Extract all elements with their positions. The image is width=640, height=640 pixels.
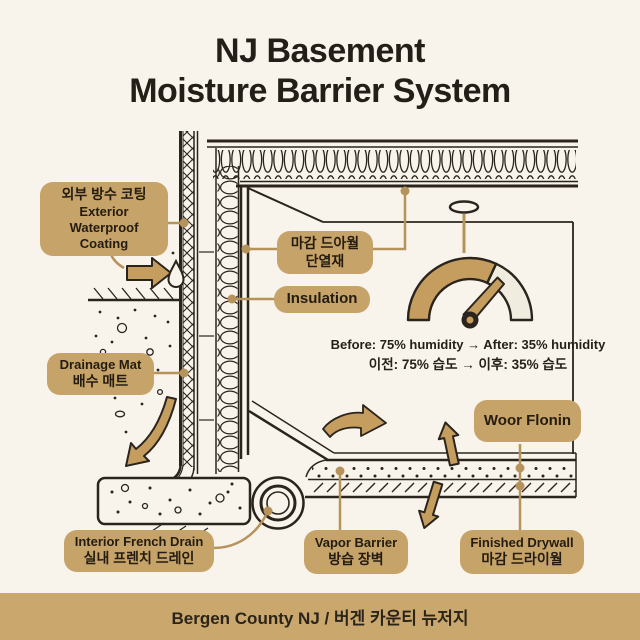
label-text-en: Vapor Barrier bbox=[314, 535, 398, 551]
label-text-ko: 단열재 bbox=[305, 252, 345, 269]
concrete-wall-ticks bbox=[199, 251, 214, 421]
down-arrow-icon bbox=[418, 480, 444, 529]
label-text-ko: 배수 매트 bbox=[72, 373, 129, 390]
gauge-caption-en: Before: 75% humidity → After: 35% humidi… bbox=[330, 337, 606, 352]
label-text-en: Drainage Mat bbox=[59, 357, 142, 372]
vapor-barrier-layer bbox=[312, 462, 576, 478]
gauge-caption-ko: 이전: 75% 습도 → 이후: 35% 습도 bbox=[368, 356, 568, 372]
label-text-en: Exterior Waterproof Coating bbox=[69, 203, 139, 252]
wall-insulation-layer bbox=[217, 166, 238, 472]
label-text-en: Insulation bbox=[286, 290, 358, 308]
label-interior-french-drain: Interior French Drain 실내 프렌치 드레인 bbox=[64, 530, 214, 572]
page-title: NJ Basement Moisture Barrier System bbox=[0, 31, 640, 111]
leader-anchor-dots bbox=[179, 186, 525, 516]
label-exterior-waterproof-coating: 외부 방수 코팅 Exterior Waterproof Coating bbox=[40, 182, 168, 257]
label-finish-drywall-insulation: 마감 드아월 단열재 bbox=[277, 231, 373, 274]
floor-arrow-icon bbox=[322, 404, 387, 438]
gauge-caption: Before: 75% humidity → After: 35% humidi… bbox=[318, 336, 618, 374]
title-line-1: NJ Basement bbox=[215, 32, 425, 70]
label-text-en: Woor Flonin bbox=[483, 411, 572, 429]
label-text-ko: 마감 드아월 bbox=[290, 235, 360, 251]
subfloor-layer bbox=[312, 481, 576, 496]
exterior-arrow-icon bbox=[126, 257, 172, 289]
label-text-ko: 실내 프렌치 드레인 bbox=[83, 550, 195, 567]
label-vapor-barrier: Vapor Barrier 방습 장벽 bbox=[304, 530, 408, 574]
drainage-mat-layer bbox=[183, 131, 194, 467]
label-text-ko: 방습 장벽 bbox=[328, 551, 384, 568]
footer-band: Bergen County NJ / 버겐 카운티 뉴저지 bbox=[0, 593, 640, 640]
ceiling-light-fixture bbox=[448, 200, 480, 253]
label-finished-drywall: Finished Drywall 마감 드라이월 bbox=[460, 530, 584, 574]
title-line-2: Moisture Barrier System bbox=[129, 72, 511, 111]
label-text-ko: 외부 방수 코팅 bbox=[61, 186, 147, 202]
humidity-gauge bbox=[406, 256, 534, 329]
exterior-wall-assembly bbox=[162, 131, 250, 492]
ceiling-insulation-batts bbox=[213, 150, 576, 179]
label-text-ko: 마감 드라이월 bbox=[481, 551, 563, 568]
label-wood-flooring: Woor Flonin bbox=[474, 400, 581, 442]
label-drainage-mat: Drainage Mat 배수 매트 bbox=[47, 353, 154, 395]
water-droplet-icon bbox=[167, 251, 185, 288]
footer-text: Bergen County NJ / 버겐 카운티 뉴저지 bbox=[171, 609, 469, 628]
drainage-arrow-icon bbox=[125, 396, 177, 467]
concrete-footing bbox=[96, 476, 252, 526]
ceiling-assembly bbox=[207, 139, 578, 188]
label-text-en: Finished Drywall bbox=[470, 535, 574, 551]
floor-assembly bbox=[96, 400, 577, 537]
gauge-filled-arc bbox=[406, 256, 498, 322]
up-arrow-icon bbox=[437, 421, 460, 467]
label-insulation: Insulation bbox=[274, 286, 370, 313]
flow-arrows bbox=[125, 257, 460, 529]
label-text-en: Interior French Drain bbox=[74, 534, 204, 550]
